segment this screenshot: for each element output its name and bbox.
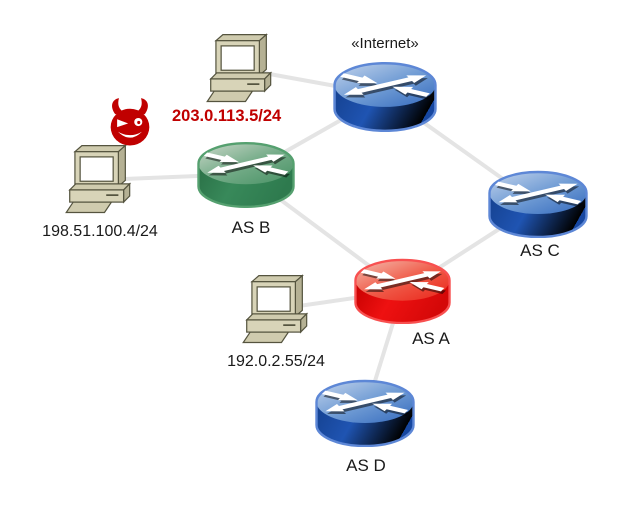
- host-left-computer: [61, 143, 141, 221]
- router-as-a: [354, 258, 451, 329]
- host-top-computer: [202, 32, 282, 110]
- host-bottom-ip-label: 192.0.2.55/24: [227, 353, 325, 370]
- computer-icon: [242, 274, 308, 344]
- router-icon: [197, 141, 295, 209]
- router-icon: [488, 170, 588, 239]
- as-b-label: AS B: [231, 218, 271, 237]
- hijacked-prefix-label: 203.0.113.5/24: [172, 107, 282, 125]
- as-d-label: AS D: [346, 456, 386, 475]
- router-icon: [333, 62, 437, 133]
- internet-label: «Internet»: [351, 35, 419, 52]
- router-as-c: [488, 170, 588, 243]
- host-bottom-computer: [238, 273, 318, 351]
- router-icon: [354, 258, 451, 325]
- computer-icon: [65, 144, 131, 214]
- router-internet: [333, 61, 437, 137]
- as-a-label: AS A: [412, 329, 450, 348]
- attacker-devil-icon: [107, 97, 153, 153]
- host-left-ip-label: 198.51.100.4/24: [42, 223, 158, 240]
- router-icon: [315, 379, 415, 448]
- router-as-d: [315, 379, 415, 452]
- as-c-label: AS C: [520, 241, 560, 260]
- router-as-b: [197, 141, 295, 213]
- computer-icon: [206, 33, 272, 103]
